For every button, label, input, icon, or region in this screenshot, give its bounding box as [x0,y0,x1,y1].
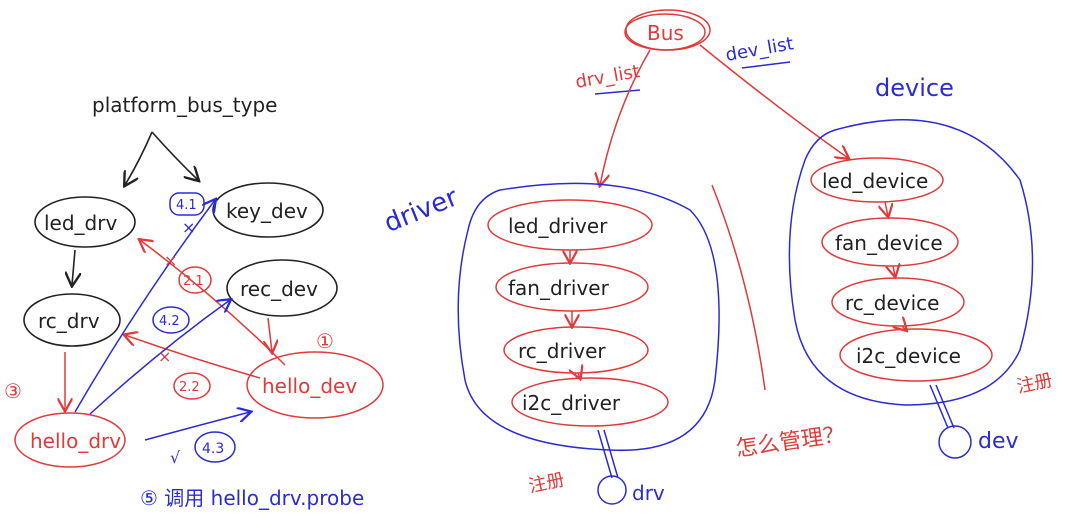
node-hello-dev: hello_dev [246,351,384,419]
drv-endpoint [597,475,627,505]
svg-text:rc_driver: rc_driver [518,339,606,363]
svg-text:led_drv: led_drv [44,211,117,235]
svg-text:2.2: 2.2 [179,380,200,395]
svg-text:③: ③ [4,379,22,403]
device-i2c-device: i2c_device [839,328,993,382]
fan-to-rc-device-arrow [893,266,895,276]
bus-to-driver-list-arrow [600,49,651,185]
bus-to-device-list-arrow [699,44,848,158]
step-2-1-label: 2.1 [178,266,212,294]
dev-list-label: dev_list [724,33,795,66]
driver-led-driver: led_driver [487,199,653,251]
dev-register-line [929,384,955,429]
step-4-3-label: 4.3 [194,431,236,463]
driver-group-label: driver [380,182,462,239]
driver-register-label: 注册 [527,469,567,497]
dev-list-underline [741,61,791,69]
led-drv-to-rc-drv-arrow [72,249,75,285]
cross-mark-key-dev: × [182,218,195,237]
svg-text:Bus: Bus [647,21,684,45]
svg-text:led_driver: led_driver [508,214,608,238]
device-rc-device: rc_device [831,277,965,327]
svg-text:i2c_driver: i2c_driver [522,391,621,415]
bus-to-led-drv-arrow [125,131,153,185]
device-fan-device: fan_device [821,217,959,267]
dev-endpoint-label: dev [978,429,1019,454]
svg-text:2.1: 2.1 [183,274,204,289]
node-hello-drv: hello_drv [14,412,126,468]
cross-mark-rc-drv: × [158,347,171,366]
node-led-drv: led_drv [34,196,136,248]
dev-endpoint [938,425,972,459]
step-4-2-label: 4.2 [152,306,190,334]
svg-text:①: ① [316,329,334,353]
node-key-dev: key_dev [212,182,324,238]
hello-drv-to-rec-dev-arrow [89,300,230,415]
drv-endpoint-label: drv [632,481,665,505]
rec-dev-to-hello-dev-arrow [268,317,272,352]
step-2-2-label: 2.2 [173,372,211,400]
device-group-label: device [875,74,954,102]
hello-dev-to-rc-drv-arrow [125,335,261,379]
device-group-outline [788,119,1034,406]
step-1-label: ① [316,329,334,353]
svg-text:hello_drv: hello_drv [30,429,121,453]
drv-register-line [597,429,619,479]
rc-to-i2c-device-arrow [902,326,906,330]
svg-text:i2c_device: i2c_device [856,344,961,368]
check-mark-hello-dev: √ [170,448,181,467]
driver-i2c-driver: i2c_driver [511,377,669,427]
drv-list-underline [594,89,641,95]
driver-fan-driver: fan_driver [495,262,649,312]
cross-mark-led-drv: × [164,251,177,270]
device-register-label: 注册 [1015,370,1055,398]
svg-text:rec_dev: rec_dev [240,277,318,301]
platform-bus-type-title: platform_bus_type [92,93,277,117]
bus-to-key-dev-arrow [151,131,198,180]
svg-text:4.2: 4.2 [159,314,180,329]
svg-text:key_dev: key_dev [226,199,308,223]
how-to-manage-question: 怎么管理？ [734,422,846,462]
svg-text:fan_device: fan_device [835,231,943,255]
step-3-label: ③ [4,379,22,403]
probe-note: ⑤ 调用 hello_drv.probe [140,486,364,510]
bus-node: Bus [624,9,711,51]
hello-drv-to-hello-dev-arrow [144,412,250,441]
node-rc-drv: rc_drv [23,293,121,347]
svg-text:rc_device: rc_device [845,291,939,315]
led-to-fan-device-arrow [885,201,888,216]
svg-text:4.3: 4.3 [202,441,224,457]
hello-drv-to-key-dev-arrow [74,200,215,413]
device-led-device: led_device [810,157,944,203]
node-rec-dev: rec_dev [226,259,338,317]
svg-text:led_device: led_device [822,169,928,193]
rc-to-i2c-driver-arrow [578,373,580,378]
svg-text:4.1: 4.1 [176,198,197,213]
svg-text:fan_driver: fan_driver [508,276,610,300]
driver-rc-driver: rc_driver [503,326,649,374]
svg-text:rc_drv: rc_drv [38,309,100,333]
separator-line [711,184,766,391]
step-4-1-label: 4.1 [169,192,205,216]
svg-text:hello_dev: hello_dev [262,374,357,398]
driver-group-outline [457,182,720,452]
